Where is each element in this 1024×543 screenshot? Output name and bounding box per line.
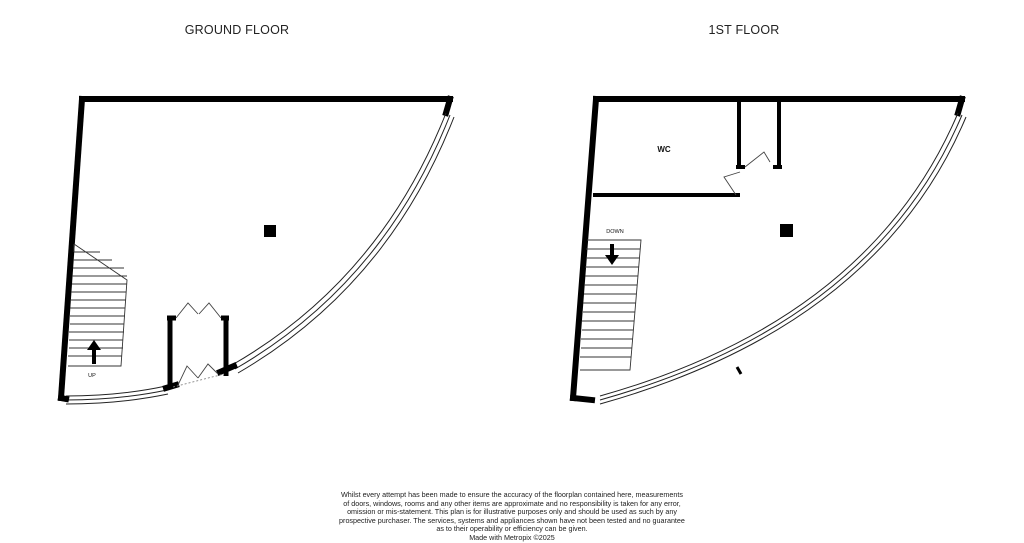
ground-floor-title: GROUND FLOOR [184, 23, 290, 37]
disclaimer-text: Whilst every attempt has been made to en… [322, 490, 702, 543]
first-floor-plan: WC DOWN [569, 95, 967, 405]
ground-stair-label: UP [88, 373, 96, 379]
wc-label: WC [657, 145, 671, 154]
disclaimer-line: prospective purchaser. The services, sys… [339, 515, 685, 525]
ground-curved-window [65, 112, 455, 405]
ground-staircase [68, 243, 128, 367]
first-wc-doors [723, 151, 771, 196]
ground-stair-up-arrow-icon [87, 340, 101, 364]
first-wc-walls [593, 100, 782, 197]
first-window-mullion [735, 366, 743, 375]
first-column [780, 224, 793, 237]
disclaimer-line: omission or mis-statement. This plan is … [347, 507, 677, 517]
first-walls [569, 95, 966, 402]
ground-walls [57, 95, 454, 402]
ground-floor-plan: UP [57, 95, 455, 405]
ground-entrance-door [172, 363, 225, 388]
disclaimer-line: as to their operability or efficiency ca… [436, 524, 588, 534]
first-floor-title: 1ST FLOOR [708, 23, 780, 37]
first-curved-window [599, 112, 967, 405]
credit-line: Made with Metropix ©2025 [469, 532, 555, 542]
first-wall-ends [569, 394, 596, 404]
first-stair-down-arrow-icon [605, 244, 619, 265]
ground-entrance-lobby [167, 315, 229, 388]
ground-inner-door [175, 302, 222, 319]
first-stair-label: DOWN [606, 229, 623, 235]
disclaimer-line: Whilst every attempt has been made to en… [341, 490, 683, 499]
disclaimer-line: of doors, windows, rooms and any other i… [343, 498, 681, 508]
ground-column [264, 225, 276, 237]
